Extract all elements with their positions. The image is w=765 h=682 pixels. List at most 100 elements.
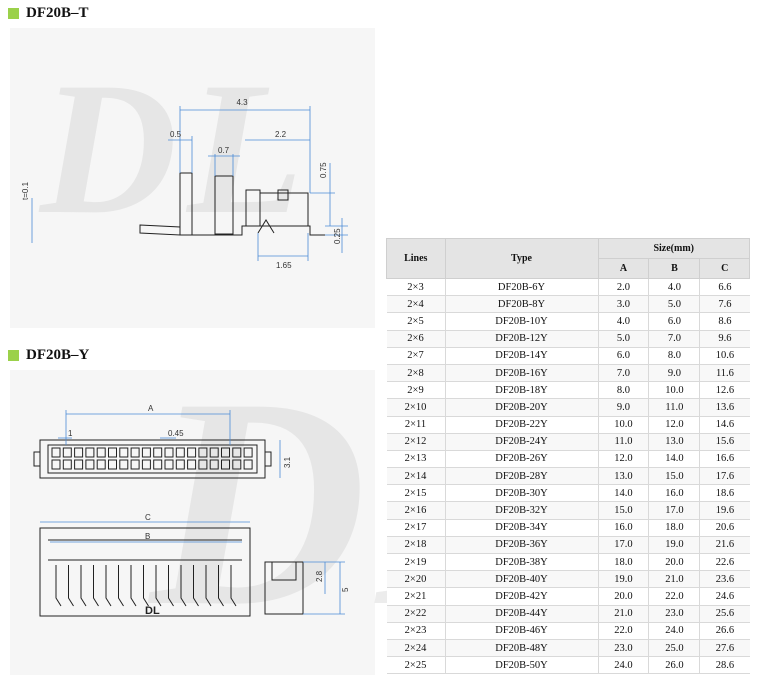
pin bbox=[93, 565, 99, 607]
cavity bbox=[62, 447, 72, 458]
cavity bbox=[232, 459, 242, 470]
cell-b: 20.0 bbox=[648, 553, 701, 572]
pin-row bbox=[55, 565, 237, 607]
dim-label-h: 3.1 bbox=[283, 456, 292, 468]
cell-type: DF20B-8Y bbox=[445, 295, 599, 314]
cell-a: 18.0 bbox=[598, 553, 650, 572]
housing-inner bbox=[47, 444, 258, 474]
cell-lines: 2×22 bbox=[386, 605, 446, 623]
cell-c: 13.6 bbox=[699, 398, 750, 417]
cavity bbox=[74, 447, 84, 458]
cavity bbox=[175, 447, 185, 458]
cell-c: 26.6 bbox=[699, 622, 750, 640]
cell-lines: 2×11 bbox=[386, 416, 446, 434]
cell-type: DF20B-6Y bbox=[445, 278, 599, 297]
cell-b: 6.0 bbox=[648, 312, 701, 331]
section-title-df20b-t: DF20B–T bbox=[26, 5, 89, 21]
cell-a: 20.0 bbox=[598, 587, 650, 606]
cavity bbox=[119, 459, 129, 470]
green-square-icon bbox=[8, 350, 19, 361]
cell-c: 19.6 bbox=[699, 501, 750, 520]
section-title-df20b-y: DF20B–Y bbox=[26, 347, 90, 363]
cavity bbox=[130, 459, 140, 470]
cell-type: DF20B-34Y bbox=[445, 519, 599, 537]
cell-c: 15.6 bbox=[699, 433, 750, 451]
terminal-base bbox=[192, 225, 325, 236]
end-view-slot bbox=[271, 562, 297, 581]
cavity bbox=[175, 459, 185, 470]
cell-b: 9.0 bbox=[648, 364, 701, 383]
cavity bbox=[209, 447, 219, 458]
cell-type: DF20B-48Y bbox=[445, 639, 599, 658]
cell-lines: 2×4 bbox=[386, 295, 446, 314]
cell-a: 10.0 bbox=[598, 416, 650, 434]
dim-label-total: 4.3 bbox=[236, 98, 248, 107]
cavity bbox=[74, 459, 84, 470]
terminal-contact bbox=[214, 175, 234, 235]
cell-b: 8.0 bbox=[648, 347, 701, 365]
cell-a: 14.0 bbox=[598, 484, 650, 503]
cavity bbox=[198, 459, 208, 470]
cell-b: 14.0 bbox=[648, 450, 701, 469]
cell-b: 21.0 bbox=[648, 570, 701, 589]
cavity bbox=[62, 459, 72, 470]
cavity bbox=[51, 447, 61, 458]
housing-latch-right bbox=[264, 451, 272, 467]
cell-a: 9.0 bbox=[598, 398, 650, 417]
cell-lines: 2×19 bbox=[386, 553, 446, 572]
dim-label-a: 0.5 bbox=[170, 130, 182, 139]
pin bbox=[130, 565, 137, 607]
cavity bbox=[221, 447, 230, 458]
header-lines: Lines bbox=[386, 238, 446, 279]
cell-c: 28.6 bbox=[699, 656, 750, 675]
cell-b: 19.0 bbox=[648, 536, 701, 555]
cell-type: DF20B-12Y bbox=[445, 330, 599, 348]
cavity bbox=[209, 459, 219, 470]
housing-side-view bbox=[39, 527, 251, 617]
cell-a: 15.0 bbox=[598, 501, 650, 520]
cell-a: 13.0 bbox=[598, 467, 650, 486]
cell-type: DF20B-10Y bbox=[445, 312, 599, 331]
cell-c: 27.6 bbox=[699, 639, 750, 658]
dim-label-d: 0.75 bbox=[319, 162, 328, 178]
dim-label-b: B bbox=[145, 532, 150, 541]
green-square-icon bbox=[8, 8, 19, 19]
cell-c: 10.6 bbox=[699, 347, 750, 365]
cavity bbox=[85, 459, 95, 470]
cell-lines: 2×17 bbox=[386, 519, 446, 537]
cell-b: 17.0 bbox=[648, 501, 701, 520]
cell-a: 2.0 bbox=[598, 278, 650, 297]
cell-a: 12.0 bbox=[598, 450, 650, 469]
cell-a: 7.0 bbox=[598, 364, 650, 383]
cell-type: DF20B-30Y bbox=[445, 484, 599, 503]
cell-b: 7.0 bbox=[648, 330, 701, 348]
pin bbox=[205, 565, 212, 607]
cell-c: 24.6 bbox=[699, 587, 750, 606]
section-heading-bottom: DF20B–Y bbox=[8, 347, 89, 364]
pin bbox=[80, 565, 87, 607]
pin bbox=[155, 565, 162, 607]
terminal-barb bbox=[257, 219, 275, 234]
cell-c: 25.6 bbox=[699, 605, 750, 623]
cell-b: 15.0 bbox=[648, 467, 701, 486]
cell-c: 8.6 bbox=[699, 312, 750, 331]
terminal-crimp-1 bbox=[245, 189, 261, 227]
cell-lines: 2×23 bbox=[386, 622, 446, 640]
cell-c: 12.6 bbox=[699, 381, 750, 400]
cavity bbox=[221, 459, 230, 470]
cell-lines: 2×8 bbox=[386, 364, 446, 383]
cell-b: 12.0 bbox=[648, 416, 701, 434]
cavity bbox=[119, 447, 129, 458]
